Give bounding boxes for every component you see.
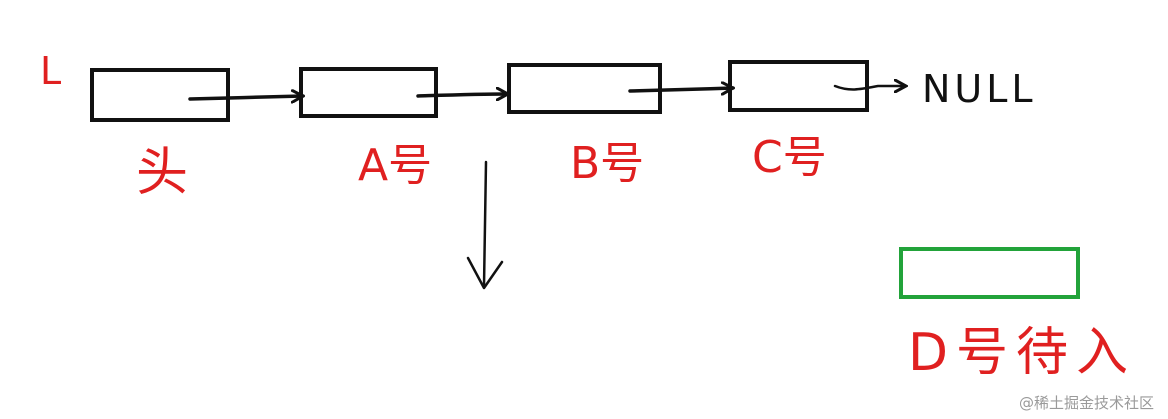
node-label-a: A号 [358,140,432,191]
node-box-a [299,67,438,118]
node-box-c [728,60,869,112]
list-label: L [40,49,61,93]
node-label-b: B号 [570,138,644,189]
watermark: @稀土掘金技术社区 [1018,394,1154,412]
node-box-b [507,63,662,114]
insert-down-arrow [482,160,488,288]
arrow-b-to-c [628,88,733,91]
pending-node-label: D号待入 [908,323,1136,383]
node-label-head: 头 [136,143,188,203]
null-label: NULL [922,67,1037,111]
arrow-head-to-a [188,96,303,99]
node-label-c: C号 [752,132,827,183]
insert-down-arrowhead [466,256,504,290]
arrow-c-to-null [833,86,906,89]
node-box-d [899,247,1080,299]
arrow-a-to-b [416,94,508,96]
node-box-head [90,68,230,122]
